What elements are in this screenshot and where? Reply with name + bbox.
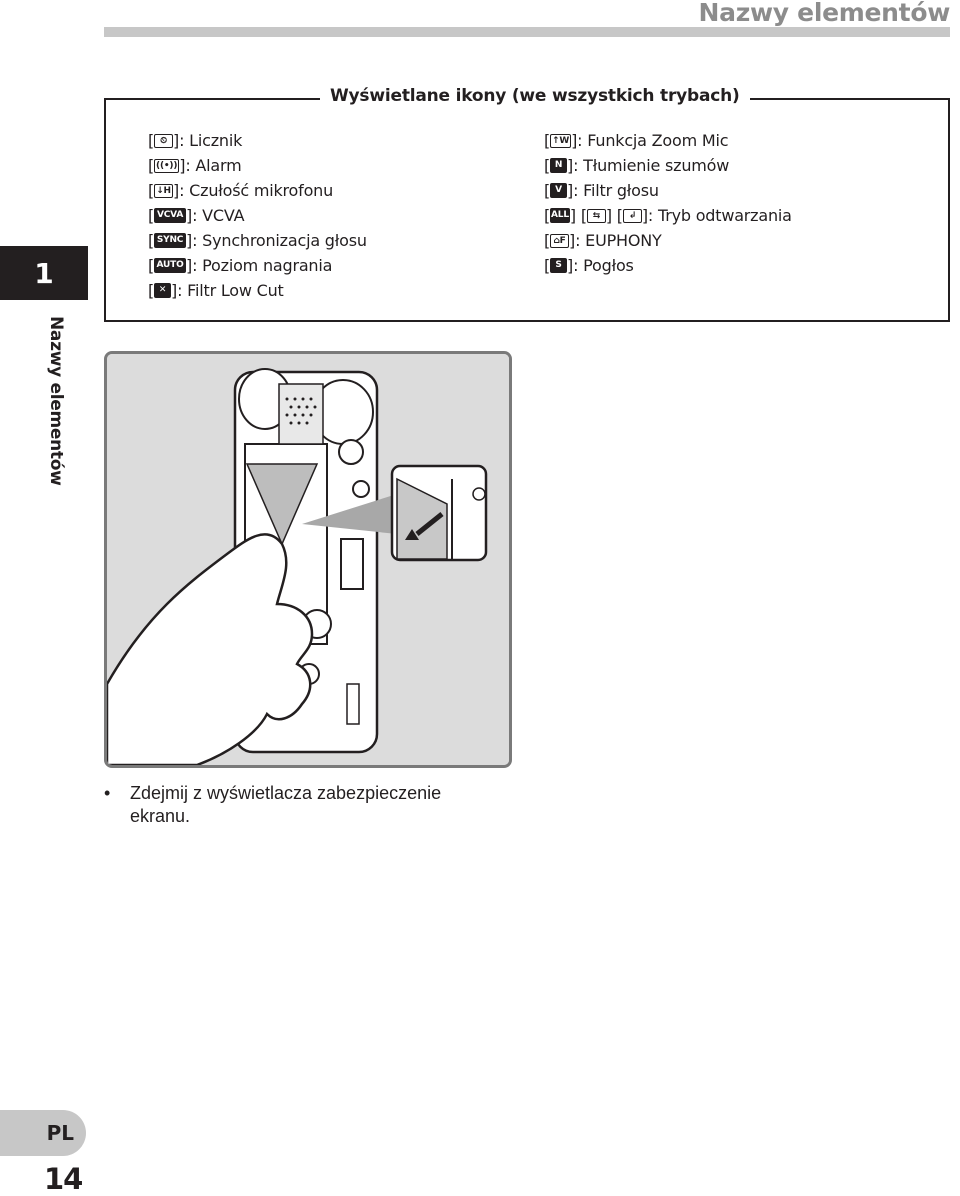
auto-level-icon: AUTO bbox=[154, 258, 187, 273]
recorder-hand-drawing bbox=[107, 354, 509, 765]
bullet-marker: • bbox=[104, 783, 111, 803]
icon-label: : EUPHONY bbox=[575, 231, 662, 250]
icon-row: [V]: Filtr głosu bbox=[544, 181, 659, 200]
low-cut-icon: ✕ bbox=[154, 283, 172, 298]
icon-label: : Alarm bbox=[185, 156, 242, 175]
section-title: Nazwy elementów bbox=[698, 0, 951, 27]
icon-label: : Filtr głosu bbox=[573, 181, 659, 200]
timer-icon: ⏲ bbox=[154, 133, 174, 148]
icon-label: : Tryb odtwarzania bbox=[647, 206, 792, 225]
icon-label: : Synchronizacja głosu bbox=[192, 231, 367, 250]
icon-list-right: [↑W]: Funkcja Zoom Mic [N]: Tłumienie sz… bbox=[544, 128, 792, 278]
icon-label: : Funkcja Zoom Mic bbox=[577, 131, 729, 150]
header-rule bbox=[104, 27, 950, 37]
euphony-icon: ⌂F bbox=[550, 233, 570, 248]
icon-label: : Czułość mikrofonu bbox=[179, 181, 334, 200]
play-all-icon: ALL bbox=[550, 208, 570, 223]
vcva-icon: VCVA bbox=[154, 208, 187, 223]
icon-list-left: [⏲]: Licznik [((•))]: Alarm [↓H]: Czułoś… bbox=[148, 128, 367, 303]
instruction-bullet: • Zdejmij z wyświetlacza zabezpieczenie … bbox=[104, 782, 484, 828]
icon-label: : Tłumienie szumów bbox=[573, 156, 730, 175]
icon-row: [VCVA]: VCVA bbox=[148, 206, 245, 225]
page-number: 14 bbox=[44, 1162, 83, 1196]
icon-row: [SYNC]: Synchronizacja głosu bbox=[148, 231, 367, 250]
chapter-tab: 1 bbox=[0, 246, 88, 300]
alarm-icon: ((•)) bbox=[154, 158, 180, 173]
icon-label: : Filtr Low Cut bbox=[177, 281, 284, 300]
device-illustration bbox=[104, 351, 512, 768]
icon-row: [✕]: Filtr Low Cut bbox=[148, 281, 284, 300]
zoom-mic-icon: ↑W bbox=[550, 133, 572, 148]
sync-icon: SYNC bbox=[154, 233, 187, 248]
language-tab: PL bbox=[0, 1110, 86, 1156]
noise-cancel-icon: N bbox=[550, 158, 568, 173]
repeat-icon: ⇆ bbox=[586, 208, 606, 223]
file-repeat-icon: ↲ bbox=[622, 208, 642, 223]
display-icons-box: Wyświetlane ikony (we wszystkich trybach… bbox=[104, 86, 950, 322]
icon-row: [⌂F]: EUPHONY bbox=[544, 231, 662, 250]
icon-label: : Licznik bbox=[179, 131, 243, 150]
icon-label: : Poziom nagrania bbox=[192, 256, 333, 275]
reverb-icon: S bbox=[550, 258, 568, 273]
icon-row: [↑W]: Funkcja Zoom Mic bbox=[544, 131, 729, 150]
icon-label: : Pogłos bbox=[573, 256, 634, 275]
icon-label: : VCVA bbox=[192, 206, 245, 225]
icon-row: [⏲]: Licznik bbox=[148, 131, 243, 150]
instruction-text: Zdejmij z wyświetlacza zabezpieczenie ek… bbox=[130, 783, 442, 826]
chapter-side-label: Nazwy elementów bbox=[46, 316, 66, 486]
voice-filter-icon: V bbox=[550, 183, 568, 198]
icon-row: [N]: Tłumienie szumów bbox=[544, 156, 730, 175]
icon-row: [AUTO]: Poziom nagrania bbox=[148, 256, 333, 275]
icon-row: [S]: Pogłos bbox=[544, 256, 634, 275]
icon-row: [((•))]: Alarm bbox=[148, 156, 242, 175]
icons-box-title: Wyświetlane ikony (we wszystkich trybach… bbox=[320, 86, 750, 106]
icon-row: [↓H]: Czułość mikrofonu bbox=[148, 181, 334, 200]
mic-sensitivity-icon: ↓H bbox=[154, 183, 174, 198]
icon-row: [ALL] [⇆] [↲]: Tryb odtwarzania bbox=[544, 206, 792, 225]
